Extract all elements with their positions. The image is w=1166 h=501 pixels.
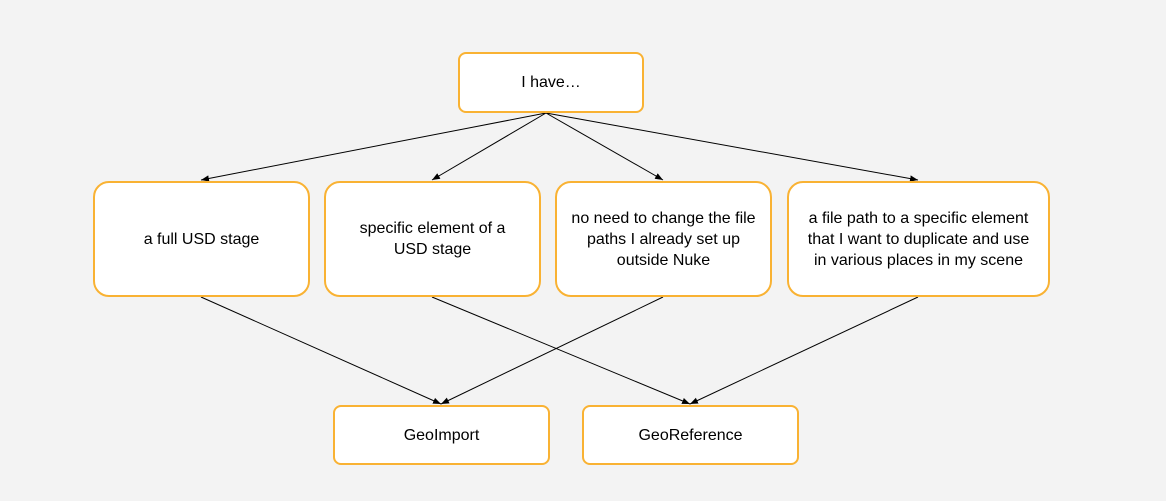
node-full-usd-stage-label: a full USD stage [143,230,260,248]
node-georeference-label: GeoReference [638,426,743,444]
node-no-need-to-change-paths: no need to change the file paths I alrea… [555,181,772,297]
edge-spec-to-ref [431,296,691,405]
node-file-path-specific-element: a file path to a specific element that I… [787,181,1050,297]
node-no-need-to-change-paths-label: no need to change the file paths I alrea… [571,209,756,269]
edge-root-to-spec [431,112,547,181]
edge-full-to-import [200,296,442,405]
node-i-have: I have… [458,52,644,113]
node-i-have-label: I have… [521,74,581,91]
node-file-path-specific-element-label: a file path to a specific element that I… [807,209,1030,269]
edge-path-to-ref [689,296,919,405]
node-full-usd-stage: a full USD stage [93,181,310,297]
node-geoimport: GeoImport [333,405,550,465]
node-specific-element-label: specific element of a USD stage [359,220,506,258]
edge-noneed-to-import [440,296,664,405]
node-specific-element: specific element of a USD stage [324,181,541,297]
edge-root-to-path [545,112,919,182]
edge-root-to-full [200,112,547,182]
node-geoimport-label: GeoImport [403,426,480,444]
node-georeference: GeoReference [582,405,799,465]
edge-root-to-noneed [545,112,664,181]
